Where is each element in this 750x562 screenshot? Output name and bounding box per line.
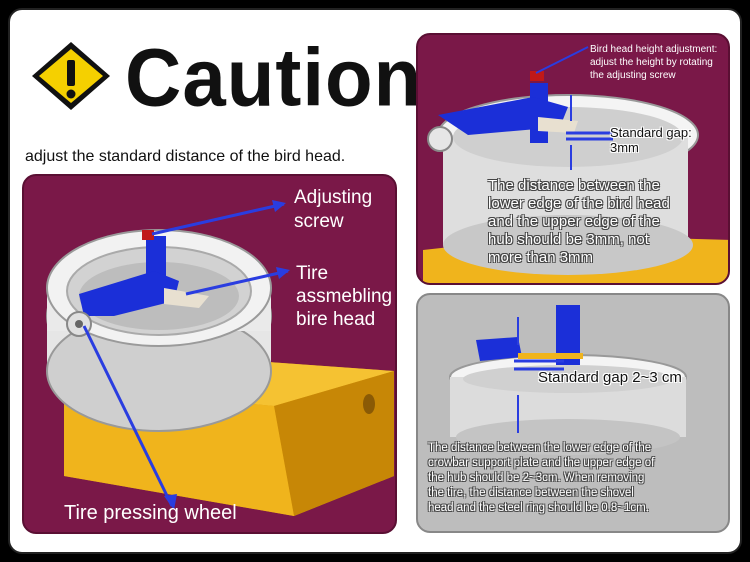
desc-line: the hub should be 2~3cm. When removing <box>428 472 645 484</box>
desc-line: the tire, the distance between the shove… <box>428 487 634 499</box>
desc-line: lower edge of the bird head <box>488 195 670 212</box>
standard-gap-label-2: Standard gap 2~3 cm <box>538 369 682 386</box>
bird-head-illustration <box>423 46 728 283</box>
page-title: Caution <box>125 30 423 124</box>
label-line: Adjusting <box>294 187 373 208</box>
warning-icon <box>32 42 110 110</box>
desc-line: and the upper edge of the <box>488 213 660 230</box>
label-line: screw <box>294 211 344 232</box>
adjustment-note: Bird head height adjustment: adjust the … <box>590 43 717 82</box>
desc-line: The distance between the <box>488 177 660 194</box>
note-line: Bird head height adjustment: <box>590 44 718 55</box>
subtitle: adjust the standard distance of the bird… <box>25 148 346 165</box>
note-line: the adjusting screw <box>590 70 676 81</box>
label-pressing-wheel: Tire pressing wheel <box>64 502 237 524</box>
label-line: Tire <box>296 263 329 284</box>
crowbar-illustration <box>449 305 687 455</box>
label-line: bire head <box>296 309 376 330</box>
desc-line: crowbar support plate and the upper edge… <box>428 457 655 469</box>
standard-gap-label: Standard gap: 3mm <box>610 125 692 155</box>
main-illustration <box>46 200 394 516</box>
top-right-panel: Bird head height adjustment: adjust the … <box>416 33 730 285</box>
desc-line: hub should be 3mm, not <box>488 231 649 248</box>
bottom-right-panel: Standard gap 2~3 cm The distance between… <box>416 293 730 533</box>
gap-line: 3mm <box>610 140 639 155</box>
desc-line: The distance between the lower edge of t… <box>428 442 652 454</box>
desc-line: head and the steel ring should be 0.8~1c… <box>428 502 649 514</box>
desc-line: more than 3mm <box>488 249 594 266</box>
label-line: assmebling <box>296 286 393 307</box>
main-diagram-panel: Adjusting screw Tire assmebling bire hea… <box>22 174 397 534</box>
label-tire-head: Tire assmebling bire head <box>296 262 392 331</box>
crowbar-description: The distance between the lower edge of t… <box>428 441 654 516</box>
note-line: adjust the height by rotating <box>590 57 713 68</box>
label-adjusting-screw: Adjusting screw <box>294 186 372 234</box>
gap-line: Standard gap: <box>610 125 692 140</box>
distance-description: The distance between the lower edge of t… <box>488 177 670 267</box>
